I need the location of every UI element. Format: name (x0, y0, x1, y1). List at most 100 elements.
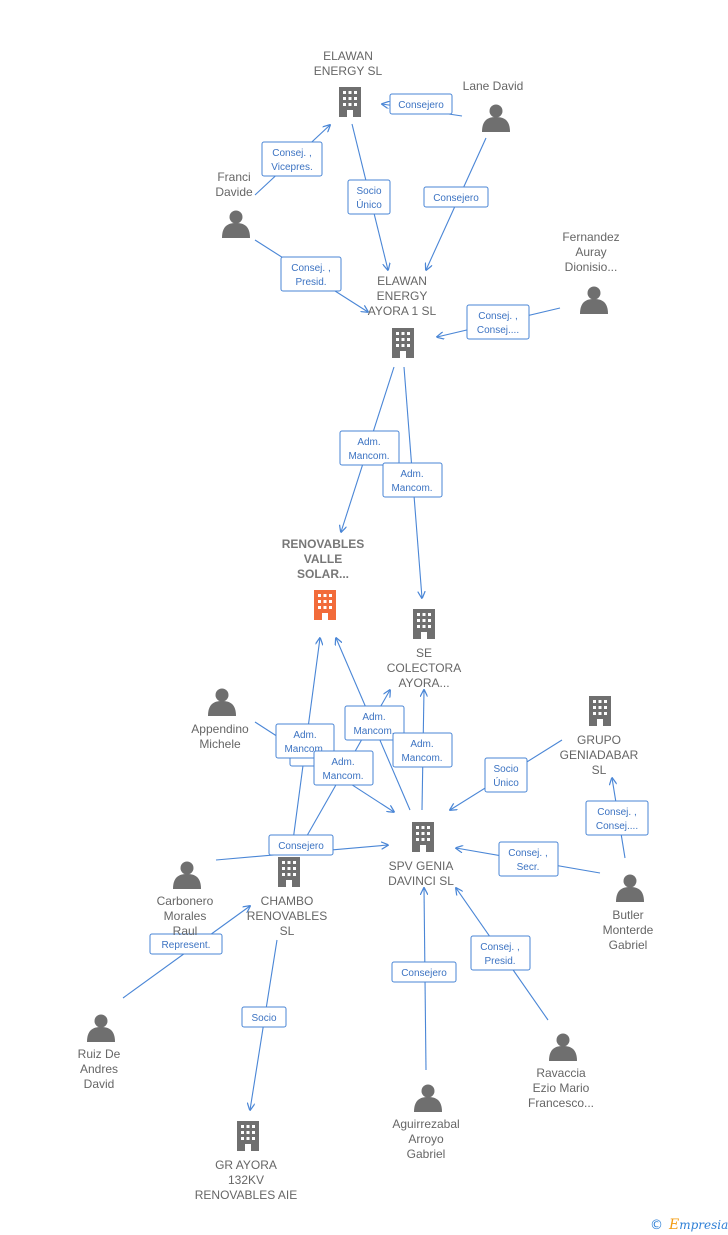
person-icon (87, 1014, 115, 1042)
person-icon (222, 210, 250, 238)
svg-text:SPV GENIA: SPV GENIA (389, 859, 454, 873)
svg-text:Consej....: Consej.... (477, 325, 519, 336)
svg-text:Lane David: Lane David (463, 79, 524, 93)
company-node[interactable]: GRUPO GENIADABAR SL (560, 696, 639, 777)
svg-text:Presid.: Presid. (484, 956, 515, 967)
svg-text:GRUPO: GRUPO (577, 733, 621, 747)
svg-text:Socio: Socio (251, 1013, 276, 1024)
svg-text:Adm.: Adm. (400, 469, 423, 480)
building-icon (413, 609, 435, 639)
svg-text:CHAMBO: CHAMBO (261, 894, 314, 908)
svg-text:Adm.: Adm. (293, 730, 316, 741)
relation-label: Consejero (268, 834, 334, 856)
svg-text:ENERGY SL: ENERGY SL (314, 64, 383, 78)
svg-text:Francesco...: Francesco... (528, 1096, 594, 1110)
relation-label: Adm.Mancom. (382, 462, 443, 498)
svg-text:Único: Único (493, 776, 519, 789)
brand-footer[interactable]: © Empresia (650, 1217, 728, 1233)
company-node[interactable]: GR AYORA 132KV RENOVABLES AIE (195, 1121, 298, 1202)
building-icon (314, 590, 336, 620)
svg-text:Represent.: Represent. (162, 940, 211, 951)
relation-label: Adm. Mancom. (339, 430, 400, 466)
svg-text:ELAWAN: ELAWAN (323, 49, 373, 63)
svg-text:Consej. ,: Consej. , (508, 848, 547, 859)
svg-text:Mancom.: Mancom. (348, 451, 389, 462)
building-icon (237, 1121, 259, 1151)
person-node[interactable]: Lane David (463, 79, 524, 132)
svg-text:Mancom.: Mancom. (353, 726, 394, 737)
svg-text:GENIADABAR: GENIADABAR (560, 748, 639, 762)
svg-text:Mancom.: Mancom. (322, 771, 363, 782)
relation-label: Consej. ,Consej.... (466, 304, 530, 340)
relation-label: Adm.Mancom. (392, 732, 453, 768)
company-node[interactable]: ELAWAN ENERGY SL (314, 49, 383, 117)
person-node[interactable]: Ravaccia Ezio Mario Francesco... (528, 1033, 594, 1111)
relation-label: Consej. ,Consej.... (585, 800, 649, 836)
relation-label: Adm. Mancom. (313, 750, 374, 786)
svg-text:Auray: Auray (575, 245, 606, 259)
edges (122, 104, 626, 1110)
relation-label: Consejero (423, 186, 489, 208)
person-node[interactable]: Fernandez Auray Dionisio... (562, 230, 620, 314)
svg-text:SOLAR...: SOLAR... (297, 567, 349, 581)
svg-text:COLECTORA: COLECTORA (387, 661, 461, 675)
person-icon (549, 1033, 577, 1061)
focus-company-node[interactable]: RENOVABLES VALLE SOLAR... (282, 537, 364, 620)
svg-text:DAVINCI SL: DAVINCI SL (388, 874, 454, 888)
relation-label: Consejero (389, 93, 453, 115)
relation-label: Adm.Mancom. (275, 723, 335, 759)
company-node[interactable]: ELAWAN ENERGY AYORA 1 SL (368, 274, 437, 358)
svg-text:Adm.: Adm. (362, 712, 385, 723)
person-node[interactable]: Carbonero Morales Raul (157, 861, 214, 939)
relation-label: Consej. , Secr. (498, 841, 559, 877)
svg-text:Ezio Mario: Ezio Mario (533, 1081, 590, 1095)
svg-text:Raul: Raul (173, 924, 198, 938)
svg-text:Consejero: Consejero (433, 193, 479, 204)
svg-text:RENOVABLES: RENOVABLES (247, 909, 327, 923)
svg-text:Consejero: Consejero (278, 841, 324, 852)
person-node[interactable]: Ruiz De Andres David (78, 1014, 121, 1092)
svg-text:Consej. ,: Consej. , (480, 942, 519, 953)
person-node[interactable]: Aguirrezabal Arroyo Gabriel (392, 1084, 460, 1162)
svg-text:Socio: Socio (356, 186, 381, 197)
svg-text:Ravaccia: Ravaccia (536, 1066, 586, 1080)
svg-text:Adm.: Adm. (357, 437, 380, 448)
company-node[interactable]: CHAMBO RENOVABLES SL (247, 857, 327, 938)
person-node[interactable]: Appendino Michele (191, 688, 249, 752)
svg-text:Aguirrezabal: Aguirrezabal (392, 1117, 459, 1131)
svg-text:Butler: Butler (612, 908, 643, 922)
svg-text:Consej. ,: Consej. , (597, 807, 636, 818)
relation-label: Consej. , Vicepres. (261, 141, 323, 177)
svg-text:ELAWAN: ELAWAN (377, 274, 427, 288)
company-node[interactable]: SPV GENIA DAVINCI SL (388, 822, 454, 888)
person-icon (208, 688, 236, 716)
building-icon (339, 87, 361, 117)
svg-text:Dionisio...: Dionisio... (565, 260, 618, 274)
person-node[interactable]: Franci Davide (215, 170, 253, 238)
svg-text:Consej. ,: Consej. , (272, 148, 311, 159)
svg-text:Carbonero: Carbonero (157, 894, 214, 908)
company-node[interactable]: SE COLECTORA AYORA... (387, 609, 461, 690)
person-icon (414, 1084, 442, 1112)
building-icon (278, 857, 300, 887)
svg-text:RENOVABLES AIE: RENOVABLES AIE (195, 1188, 298, 1202)
svg-text:Michele: Michele (199, 737, 241, 751)
svg-text:Franci: Franci (217, 170, 250, 184)
svg-text:Morales: Morales (164, 909, 207, 923)
copyright-symbol: © (650, 1218, 663, 1233)
person-icon (482, 104, 510, 132)
person-node[interactable]: Butler Monterde Gabriel (603, 874, 654, 953)
svg-text:Secr.: Secr. (517, 862, 540, 873)
svg-text:Adm.: Adm. (331, 757, 354, 768)
nodes: ELAWAN ENERGY SL Lane David Franci David… (78, 49, 654, 1202)
svg-text:132KV: 132KV (228, 1173, 264, 1187)
building-icon (392, 328, 414, 358)
svg-text:Gabriel: Gabriel (609, 938, 648, 952)
svg-text:Socio: Socio (493, 764, 518, 775)
relation-label: Consejero (391, 961, 457, 983)
relation-label: Socio (241, 1006, 287, 1028)
svg-text:Vicepres.: Vicepres. (271, 162, 313, 173)
svg-text:Único: Único (356, 198, 382, 211)
